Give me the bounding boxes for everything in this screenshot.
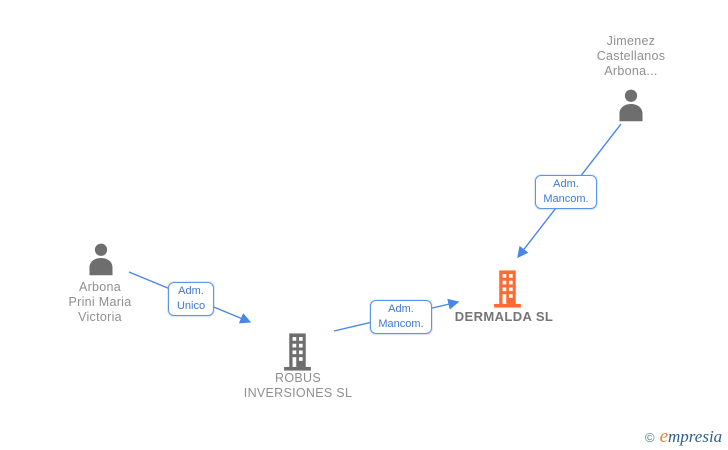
relationship-label-adm-unico: Adm. Unico [168,282,214,316]
person-label-arbona[interactable]: Arbona Prini Maria Victoria [68,280,132,324]
company-label-dermalda[interactable]: DERMALDA SL [454,309,554,324]
company-label-robus[interactable]: ROBUS INVERSIONES SL [243,371,353,400]
person-label-jimenez[interactable]: Jimenez Castellanos Arbona... [596,34,666,78]
company-icon-robus[interactable] [281,333,314,371]
relationship-label-adm-mancom-mid: Adm. Mancom. [370,300,432,334]
person-icon[interactable] [86,242,116,276]
relationship-label-adm-mancom-top: Adm. Mancom. [535,175,597,209]
person-icon[interactable] [616,88,646,122]
empresia-logo: © empresia [645,426,722,448]
brand-rest: mpresia [668,427,723,446]
brand-wordmark: empresia [660,426,723,448]
brand-initial: e [659,426,669,447]
copyright-icon: © [645,430,655,445]
company-icon-dermalda[interactable] [491,270,524,308]
